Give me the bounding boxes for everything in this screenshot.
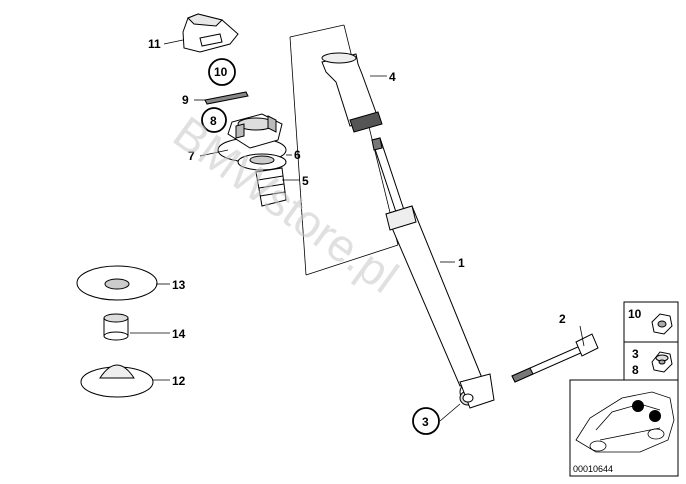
leader-lines: [130, 39, 585, 422]
part-13-plate[interactable]: [76, 265, 158, 301]
callout-8[interactable]: 8: [210, 114, 217, 128]
legend-label-3: 3: [632, 347, 639, 361]
diagram-number: 00010644: [573, 464, 613, 474]
callout-7[interactable]: 7: [188, 149, 195, 163]
part-11-mount-cover[interactable]: [182, 13, 239, 53]
legend-nut-10-box: 10: [623, 301, 679, 343]
callout-1[interactable]: 1: [458, 256, 465, 270]
part-12-cap[interactable]: [80, 364, 154, 398]
callout-2[interactable]: 2: [559, 312, 566, 326]
part-1-shock-absorber[interactable]: [371, 137, 495, 409]
lock-nut-icon: [651, 351, 673, 373]
car-location-box: 00010644: [569, 379, 679, 477]
callout-3[interactable]: 3: [422, 415, 429, 429]
part-5-bump-stop[interactable]: [255, 167, 287, 207]
callout-13[interactable]: 13: [172, 278, 186, 292]
part-14-sleeve[interactable]: [103, 313, 129, 341]
callout-11[interactable]: 11: [148, 37, 161, 51]
callout-10[interactable]: 10: [214, 65, 228, 79]
legend-label-10: 10: [628, 307, 642, 321]
marker-dot-front: [632, 400, 644, 412]
callout-9[interactable]: 9: [182, 93, 189, 107]
legend-nut-3-8-box: 3 8: [623, 341, 679, 381]
part-9-washer[interactable]: [204, 91, 249, 105]
callout-5[interactable]: 5: [302, 174, 309, 188]
car-outline-icon: [575, 391, 675, 453]
part-6-cup[interactable]: [237, 153, 287, 171]
callout-12[interactable]: 12: [172, 374, 186, 388]
part-2-bolt[interactable]: [511, 333, 599, 383]
callout-14[interactable]: 14: [172, 327, 186, 341]
callout-circles: [201, 58, 440, 435]
legend-label-8: 8: [632, 363, 639, 377]
callout-6[interactable]: 6: [294, 148, 301, 162]
part-4-protective-tube[interactable]: [321, 52, 383, 133]
callout-4[interactable]: 4: [389, 70, 396, 84]
marker-dot-rear: [649, 410, 661, 422]
nut-icon: [651, 313, 673, 335]
